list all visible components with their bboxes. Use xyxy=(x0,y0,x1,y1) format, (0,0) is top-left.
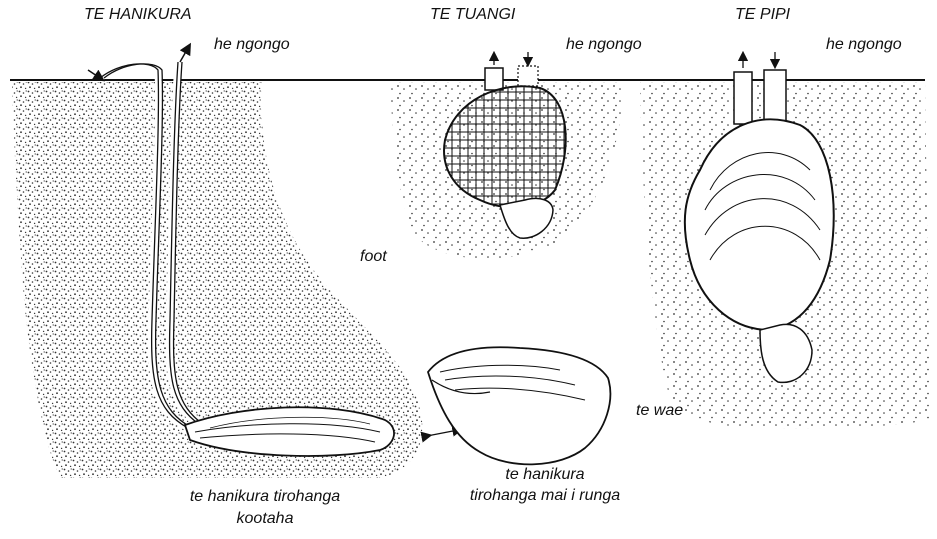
label-te-wae: te wae xyxy=(636,402,683,420)
title-te-hanikura: TE HANIKURA xyxy=(84,6,192,24)
caption-top-view-line2: tirohanga mai i runga xyxy=(430,487,660,505)
title-te-pipi: TE PIPI xyxy=(735,6,790,24)
title-te-tuangi: TE TUANGI xyxy=(430,6,515,24)
hanikura-shell-top xyxy=(428,347,610,464)
label-he-ngongo-tuangi: he ngongo xyxy=(566,36,642,54)
caption-side-view-line1: te hanikura tirohanga xyxy=(150,488,380,506)
view-connector-arrow xyxy=(427,430,458,436)
label-he-ngongo-pipi: he ngongo xyxy=(826,36,902,54)
caption-top-view-line1: te hanikura xyxy=(440,466,650,484)
label-he-ngongo-hanikura: he ngongo xyxy=(214,36,290,54)
caption-side-view-line2: kootaha xyxy=(150,510,380,528)
label-foot: foot xyxy=(360,248,387,266)
